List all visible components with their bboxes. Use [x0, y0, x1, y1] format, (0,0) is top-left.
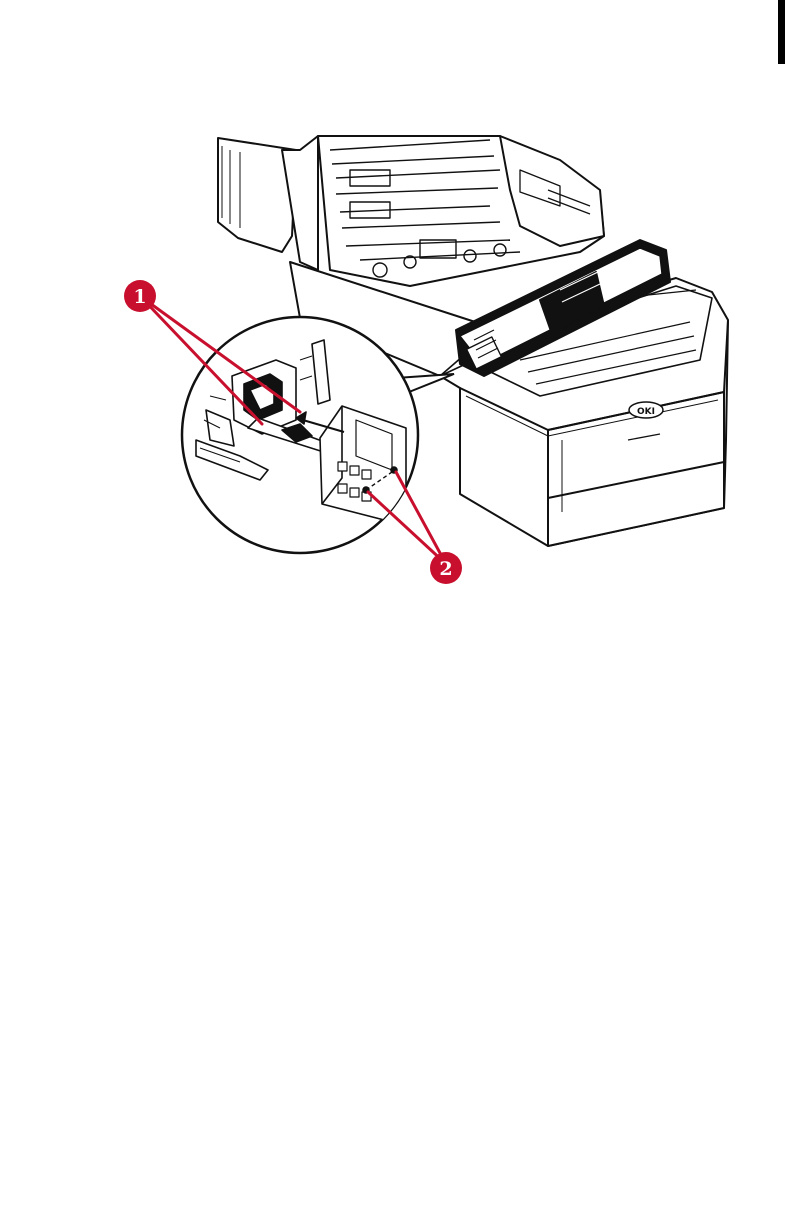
callout-1-label: 1	[133, 286, 146, 308]
callout-1-marker: 1	[124, 280, 156, 312]
printer-toner-installation-figure: OKI	[0, 0, 792, 620]
printer-illustration: OKI	[0, 0, 792, 620]
callout-2-label: 2	[439, 558, 452, 580]
callout-2-marker: 2	[430, 552, 462, 584]
brand-logo: OKI	[637, 407, 655, 417]
